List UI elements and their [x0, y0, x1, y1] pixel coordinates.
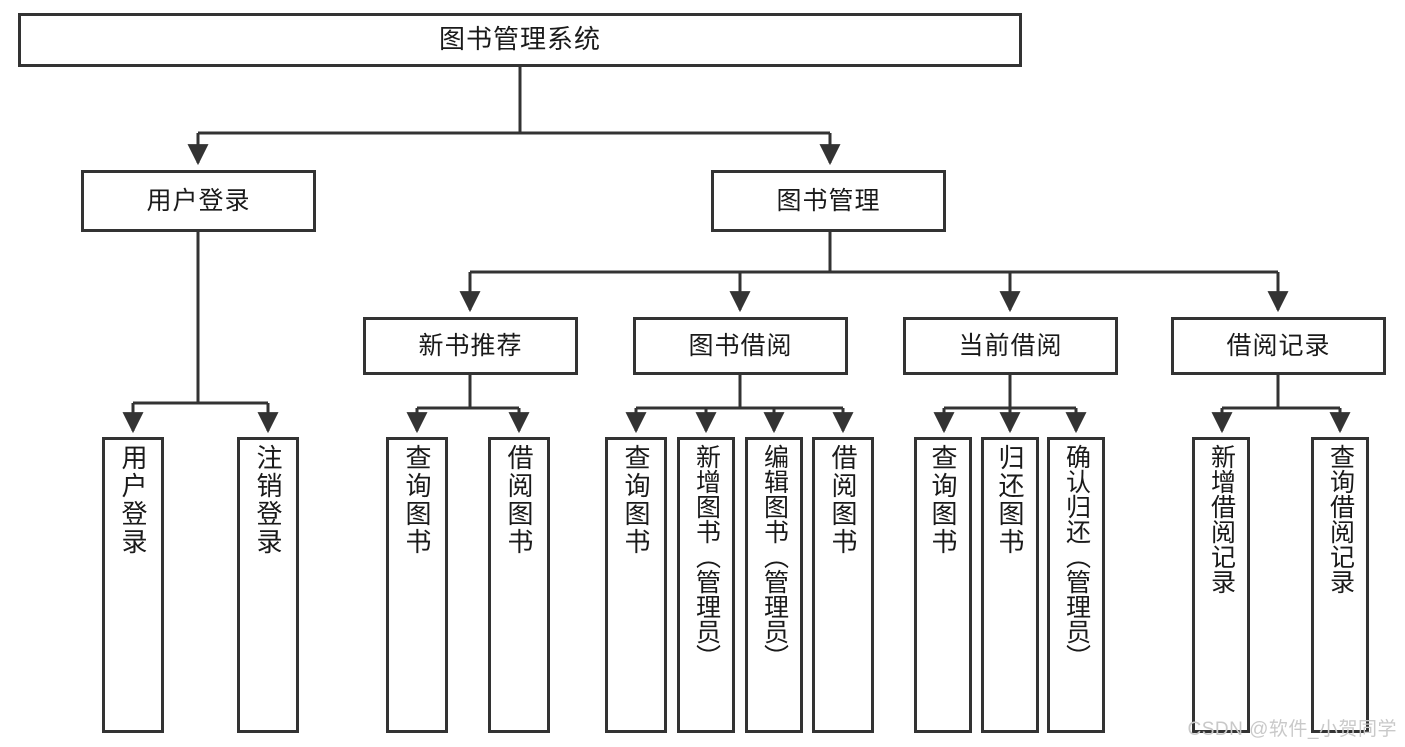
node-leaf-query-record-label: 查询借阅记录: [1326, 444, 1355, 594]
node-current-borrow[interactable]: 当前借阅: [903, 317, 1118, 375]
node-user-login[interactable]: 用户登录: [81, 170, 316, 232]
node-leaf-query-record[interactable]: 查询借阅记录: [1311, 437, 1369, 733]
node-book-borrow-label: 图书借阅: [688, 331, 793, 360]
node-leaf-query-book-3-label: 查询图书: [928, 444, 958, 556]
node-leaf-add-book[interactable]: 新增图书（管理员）: [677, 437, 735, 733]
node-leaf-borrow-book-1-label: 借阅图书: [504, 444, 534, 556]
node-leaf-query-book-1[interactable]: 查询图书: [386, 437, 448, 733]
node-leaf-return-book[interactable]: 归还图书: [981, 437, 1039, 733]
node-book-borrow[interactable]: 图书借阅: [633, 317, 848, 375]
node-borrow-record[interactable]: 借阅记录: [1171, 317, 1386, 375]
node-borrow-record-label: 借阅记录: [1226, 331, 1331, 360]
node-leaf-confirm-return-label: 确认归还（管理员）: [1062, 444, 1091, 669]
node-new-book-rec-label: 新书推荐: [418, 331, 523, 360]
node-leaf-query-book-2-label: 查询图书: [621, 444, 651, 556]
node-leaf-edit-book-label: 编辑图书（管理员）: [760, 444, 789, 669]
node-leaf-query-book-3[interactable]: 查询图书: [914, 437, 972, 733]
node-book-manage-label: 图书管理: [776, 186, 881, 215]
node-leaf-user-login-label: 用户登录: [118, 444, 148, 556]
node-leaf-borrow-book-2[interactable]: 借阅图书: [812, 437, 874, 733]
node-root-label: 图书管理系统: [438, 24, 601, 55]
node-leaf-add-record[interactable]: 新增借阅记录: [1192, 437, 1250, 733]
node-leaf-logout[interactable]: 注销登录: [237, 437, 299, 733]
node-leaf-add-record-label: 新增借阅记录: [1207, 444, 1236, 594]
node-new-book-rec[interactable]: 新书推荐: [363, 317, 578, 375]
node-root[interactable]: 图书管理系统: [18, 13, 1022, 67]
node-user-login-label: 用户登录: [146, 186, 251, 215]
node-leaf-add-book-label: 新增图书（管理员）: [692, 444, 721, 669]
node-leaf-user-login[interactable]: 用户登录: [102, 437, 164, 733]
node-current-borrow-label: 当前借阅: [958, 331, 1063, 360]
node-leaf-edit-book[interactable]: 编辑图书（管理员）: [745, 437, 803, 733]
node-book-manage[interactable]: 图书管理: [711, 170, 946, 232]
watermark: CSDN @软件_小贺同学: [1187, 719, 1397, 740]
node-leaf-logout-label: 注销登录: [253, 444, 283, 556]
node-leaf-query-book-2[interactable]: 查询图书: [605, 437, 667, 733]
node-leaf-query-book-1-label: 查询图书: [402, 444, 432, 556]
node-leaf-confirm-return[interactable]: 确认归还（管理员）: [1047, 437, 1105, 733]
node-leaf-borrow-book-2-label: 借阅图书: [828, 444, 858, 556]
node-leaf-borrow-book-1[interactable]: 借阅图书: [488, 437, 550, 733]
node-leaf-return-book-label: 归还图书: [995, 444, 1025, 556]
